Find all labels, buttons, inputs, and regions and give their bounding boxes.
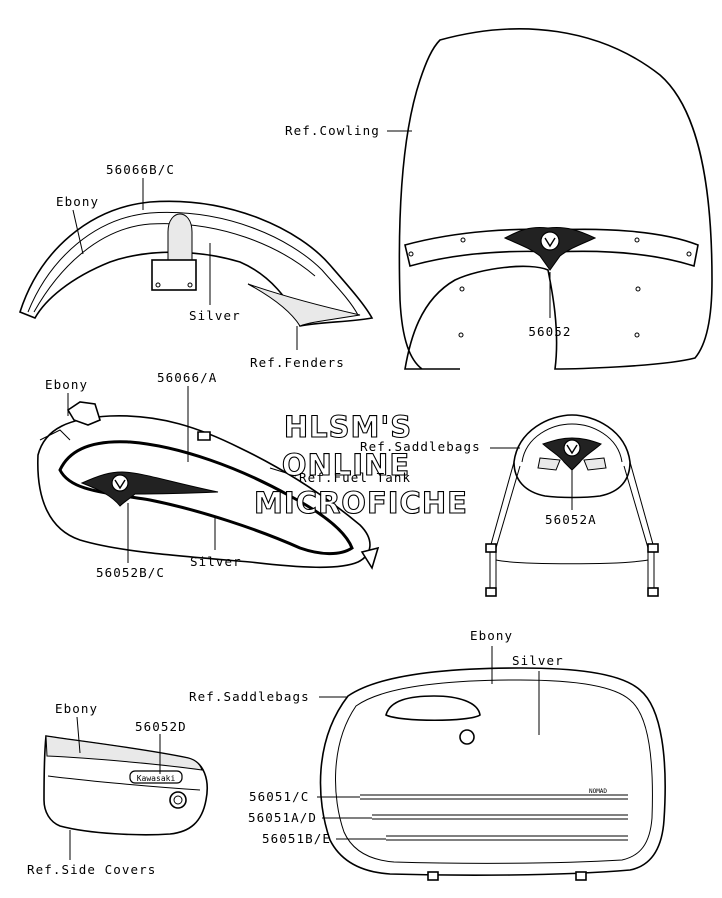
label-cover-ebony: Ebony — [55, 701, 98, 716]
label-56052d: 56052D — [135, 719, 187, 734]
label-ref-fuel-tank: Ref.Fuel Tank — [299, 470, 411, 485]
label-56051c: 56051/C — [249, 789, 309, 804]
fender-drawing — [19, 178, 374, 350]
label-ref-fenders: Ref.Fenders — [250, 355, 345, 370]
watermark-line-2: ONLINE — [282, 448, 410, 482]
label-56051be: 56051B/E — [262, 831, 331, 846]
label-56051ad: 56051A/D — [248, 810, 317, 825]
bag-stripe-logo: NOMAD — [589, 788, 607, 795]
side-cover-drawing: Kawasaki — [43, 716, 208, 860]
label-ref-cowling: Ref.Cowling — [285, 123, 380, 138]
label-56066a: 56066/A — [157, 370, 217, 385]
watermark: HLSM'S ONLINE MICROFICHE — [254, 409, 468, 520]
label-bag-ebony: Ebony — [470, 628, 513, 643]
backrest-drawing — [485, 414, 659, 597]
watermark-line-3: MICROFICHE — [254, 486, 468, 520]
label-ref-saddlebags-top: Ref.Saddlebags — [360, 439, 481, 454]
label-tank-silver: Silver — [190, 554, 242, 569]
side-cover-badge: Kawasaki — [137, 774, 176, 783]
label-fender-silver: Silver — [189, 308, 241, 323]
label-56052: 56052 — [528, 324, 571, 339]
label-fender-ebony: Ebony — [56, 194, 99, 209]
label-ref-saddlebags-bottom: Ref.Saddlebags — [189, 689, 310, 704]
label-ref-side-covers: Ref.Side Covers — [27, 862, 156, 877]
label-tank-ebony: Ebony — [45, 377, 88, 392]
label-bag-silver: Silver — [512, 653, 564, 668]
fuel-tank-drawing — [37, 386, 380, 570]
callout-labels: Ref.Cowling 56052 56066B/C Ebony Silver … — [27, 123, 597, 877]
windshield-drawing — [387, 28, 713, 370]
label-56052bc: 56052B/C — [96, 565, 165, 580]
watermark-line-1: HLSM'S — [284, 410, 412, 444]
saddlebag-drawing: NOMAD — [317, 646, 666, 881]
label-56066bc: 56066B/C — [106, 162, 175, 177]
label-56052a: 56052A — [545, 512, 597, 527]
